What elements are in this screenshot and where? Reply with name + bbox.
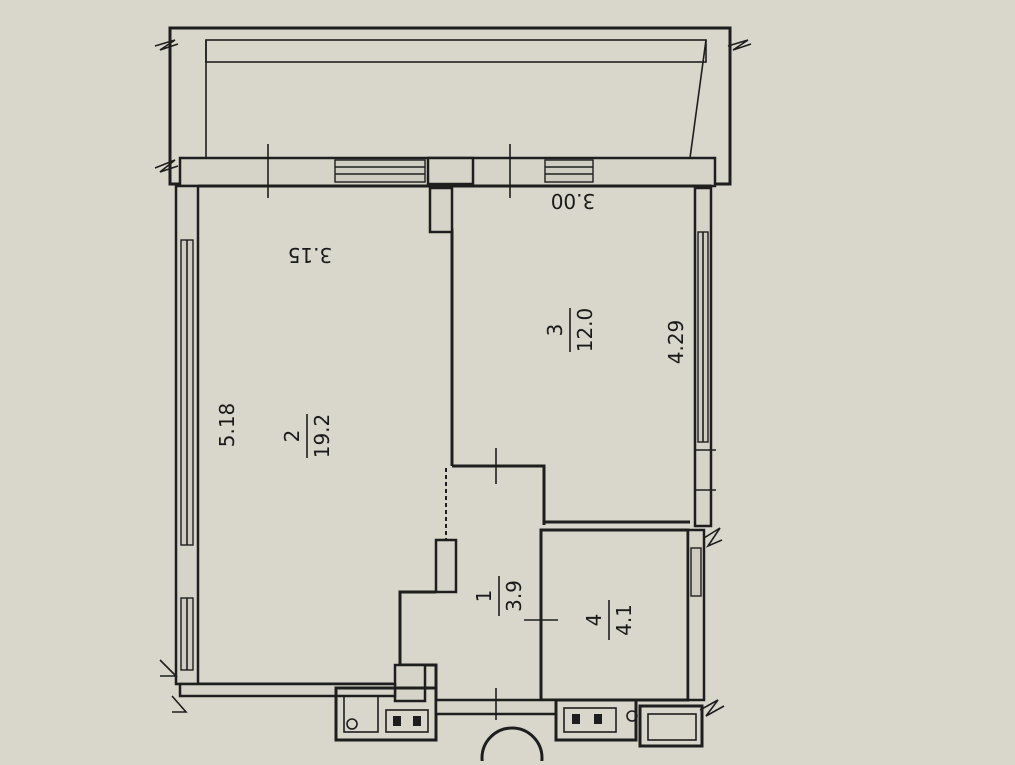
column — [426, 156, 475, 186]
room-4-label: 4 4.1 — [582, 600, 636, 640]
hall-partition — [393, 448, 546, 703]
room-4-number: 4 — [582, 614, 606, 627]
dimension-room3-width: 3.00 — [551, 189, 596, 213]
dimension-room2-length: 5.18 — [215, 403, 239, 448]
room-3-area: 12.0 — [573, 308, 597, 353]
room-1-number: 1 — [472, 590, 496, 603]
room-3-number: 3 — [543, 324, 567, 337]
dimension-room2-width: 3.15 — [288, 243, 333, 267]
room-1-area: 3.9 — [502, 580, 526, 612]
balcony-wall — [178, 144, 717, 198]
room-3 — [452, 184, 716, 528]
room-1-label: 1 3.9 — [472, 576, 526, 616]
dimension-room3-length: 4.29 — [664, 320, 688, 365]
balcony-window-1 — [334, 159, 426, 183]
room-3-label: 3 12.0 — [543, 308, 597, 353]
break-mark — [727, 39, 752, 51]
balcony-window-2 — [544, 159, 594, 183]
service-wall — [178, 527, 725, 765]
stair-arc — [480, 726, 544, 765]
left-exterior-wall — [159, 184, 200, 713]
break-mark — [154, 39, 179, 51]
dimension-labels: 5.18 3.15 4.29 3.00 — [215, 189, 688, 447]
room-2-label: 2 19.2 — [280, 414, 334, 459]
break-mark — [154, 159, 179, 173]
room-2-number: 2 — [280, 430, 304, 443]
room-labels: 2 19.2 3 12.0 1 3.9 4 4.1 — [280, 308, 636, 640]
balcony-inner-right — [689, 39, 707, 159]
room-4-area: 4.1 — [612, 604, 636, 636]
room-2-area: 19.2 — [310, 414, 334, 459]
right-window-2 — [690, 547, 702, 597]
